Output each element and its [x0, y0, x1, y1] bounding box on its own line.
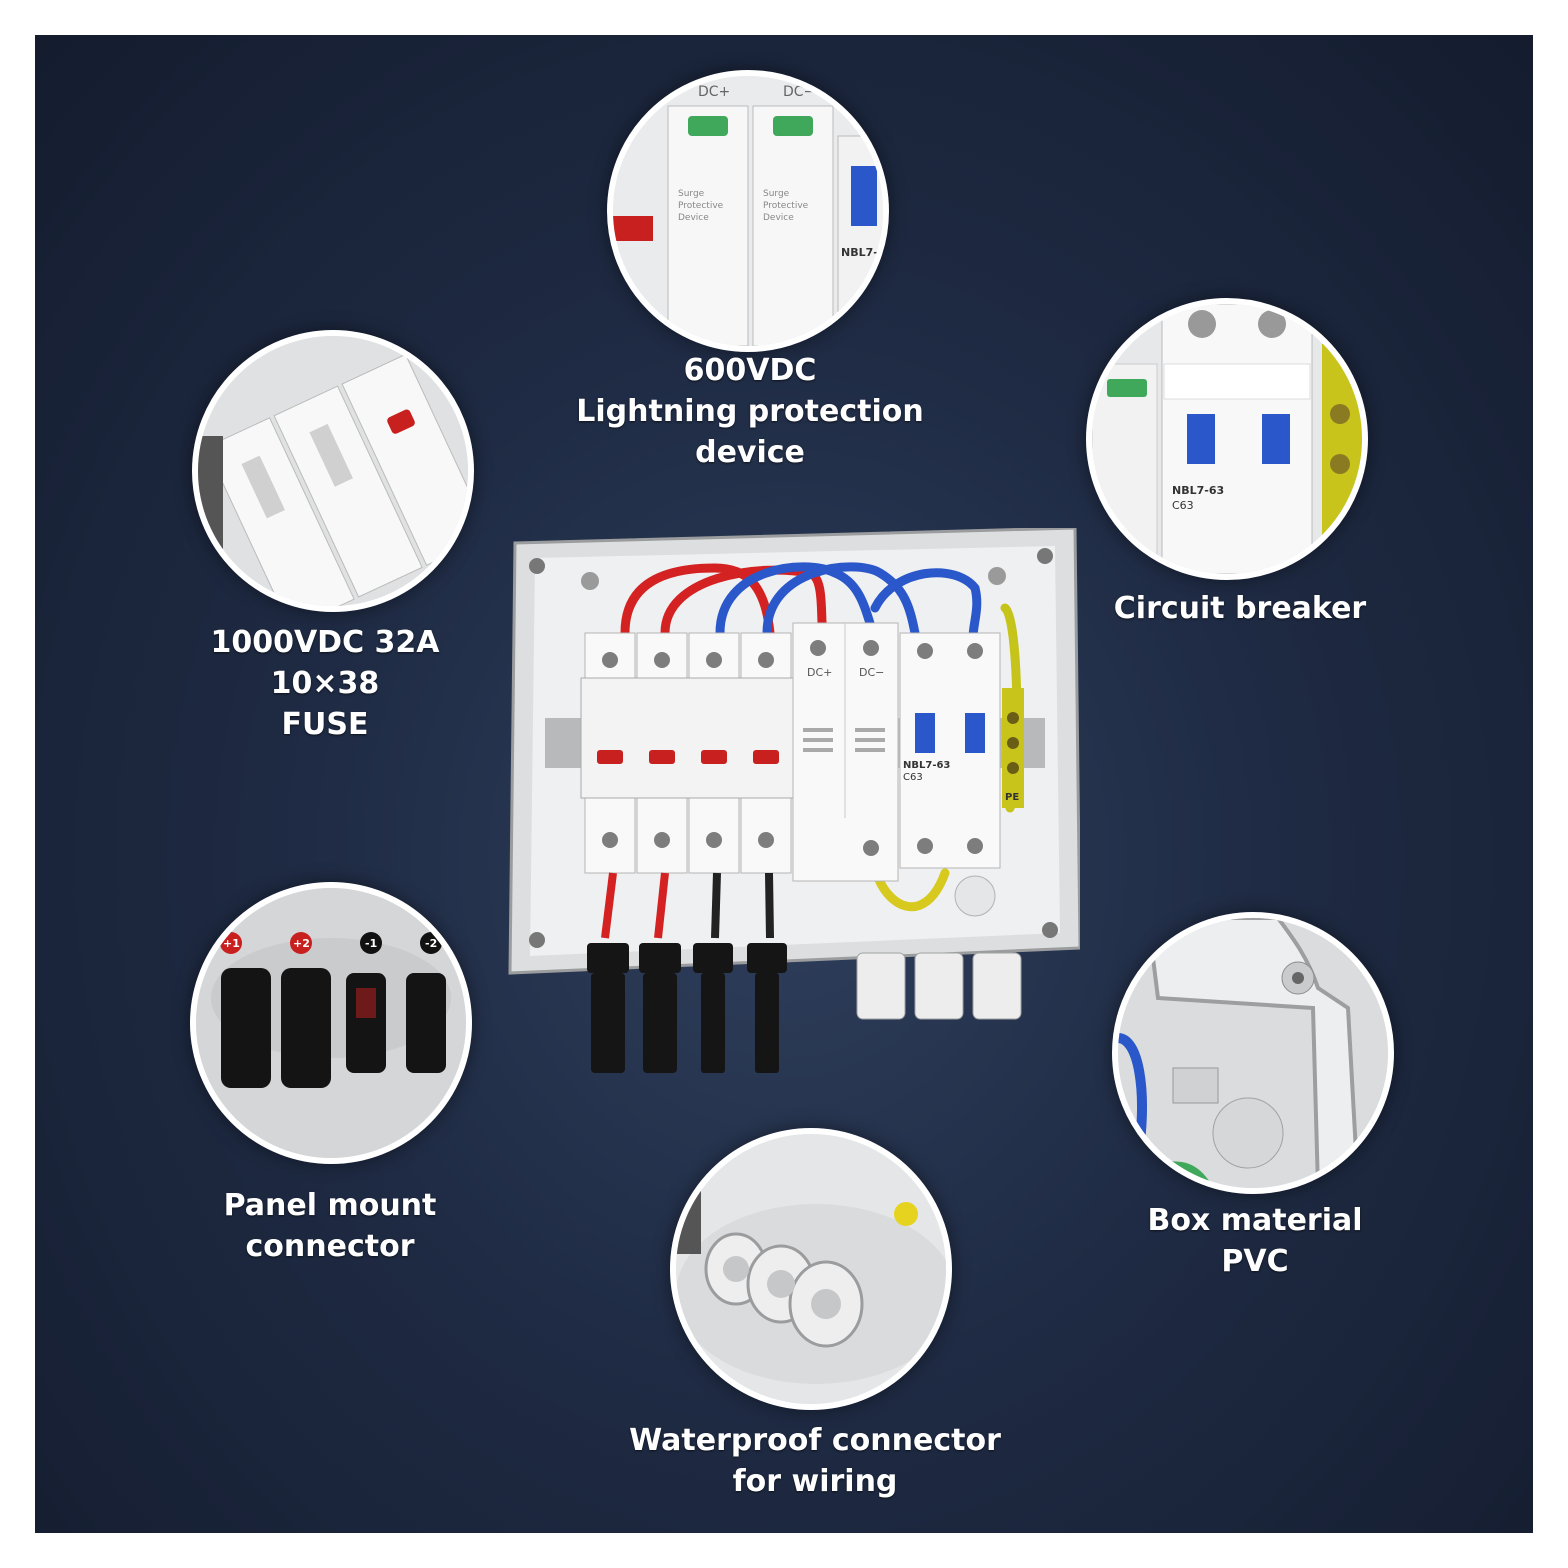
svg-text:Device: Device	[678, 213, 709, 223]
dc-plus-marking: DC+	[698, 84, 730, 100]
fuse-label: 1000VDC 32A 10×38 FUSE	[170, 622, 480, 745]
box-label-line1: Box material	[1147, 1203, 1363, 1238]
svg-text:Surge: Surge	[763, 189, 790, 199]
box-dc-minus-label: DC−	[859, 666, 884, 679]
lightning-label-line2: Lightning protection	[576, 394, 924, 429]
circuit-breaker-image: NBL7-63 C63	[1086, 298, 1368, 580]
waterproof-connector-label: Waterproof connector for wiring	[620, 1420, 1010, 1502]
connector-mark-p2: +2	[293, 937, 310, 950]
waterproof-label-line2: for wiring	[732, 1464, 898, 1499]
fuse-label-line2: 10×38	[270, 666, 380, 701]
svg-text:C63: C63	[1172, 499, 1194, 512]
svg-text:Device: Device	[763, 213, 794, 223]
svg-text:NBL7-63: NBL7-63	[1172, 484, 1224, 497]
fuse-image	[192, 330, 474, 612]
box-breaker-rating: C63	[903, 772, 923, 783]
connector-mark-p1: +1	[223, 937, 240, 950]
box-material-image	[1112, 912, 1394, 1194]
connector-mark-m1: -1	[365, 937, 377, 950]
waterproof-connector-image	[670, 1128, 952, 1410]
breaker-model-text: NBL7-63	[841, 246, 883, 259]
fuse-label-line1: 1000VDC 32A	[210, 625, 440, 660]
svg-text:NBL7-63: NBL7-63	[903, 760, 950, 771]
svg-text:Surge: Surge	[678, 189, 705, 199]
panel-mount-connector-label: Panel mount connector	[140, 1185, 520, 1267]
panel-connector-label-text: Panel mount connector	[223, 1188, 437, 1264]
lightning-label-line1: 600VDC	[683, 353, 817, 388]
waterproof-label-line1: Waterproof connector	[629, 1423, 1001, 1458]
panel-mount-connector-image: +1 +2 -1 -2	[190, 882, 472, 1164]
circuit-breaker-label-text: Circuit breaker	[1113, 591, 1367, 626]
svg-text:Protective: Protective	[763, 201, 809, 211]
junction-box-image: DC+ DC− NBL7-63 C63 PE	[505, 526, 1082, 1088]
dc-minus-marking: DC−	[783, 84, 815, 100]
fuse-label-line3: FUSE	[281, 707, 369, 742]
svg-text:Protective: Protective	[678, 201, 724, 211]
box-label-line2: PVC	[1221, 1244, 1289, 1279]
circuit-breaker-label: Circuit breaker	[1080, 588, 1400, 629]
box-dc-plus-label: DC+	[807, 666, 832, 679]
pe-label: PE	[1005, 792, 1019, 803]
box-material-label: Box material PVC	[1095, 1200, 1415, 1282]
connector-mark-m2: -2	[425, 937, 437, 950]
lightning-label-line3: device	[695, 435, 805, 470]
lightning-protection-label: 600VDC Lightning protection device	[560, 350, 940, 473]
